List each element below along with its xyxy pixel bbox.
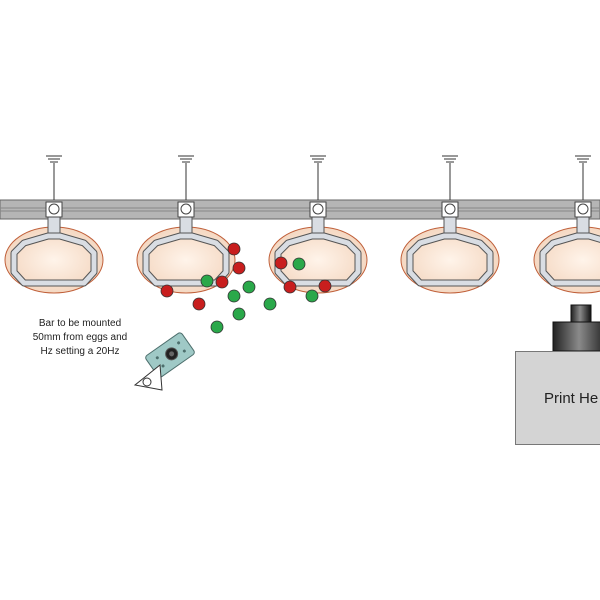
mounting-bracket — [133, 364, 163, 391]
red-droplet — [215, 275, 229, 289]
egg-holder-unit — [400, 155, 500, 294]
ink-droplets — [160, 242, 332, 334]
caption-line-2: 50mm from eggs and — [32, 332, 128, 343]
print-head-label: Print He — [544, 390, 599, 407]
red-droplet — [232, 261, 246, 275]
ground-icon — [575, 155, 591, 200]
green-droplet — [200, 274, 214, 288]
red-droplet — [274, 256, 288, 270]
ground-icon — [178, 155, 194, 200]
ground-icon — [310, 155, 326, 200]
caption-line-1: Bar to be mounted — [38, 318, 122, 329]
print-head-nozzle — [552, 304, 600, 352]
green-droplet — [210, 320, 224, 334]
red-droplet — [283, 280, 297, 294]
green-droplet — [227, 289, 241, 303]
red-droplet — [160, 284, 174, 298]
mounting-caption: Bar to be mounted 50mm from eggs and Hz … — [20, 317, 140, 359]
red-droplet — [192, 297, 206, 311]
vibration-bar — [145, 332, 195, 378]
red-droplet — [318, 279, 332, 293]
egg-holder-unit — [268, 155, 368, 294]
green-droplet — [263, 297, 277, 311]
ground-icon — [442, 155, 458, 200]
caption-line-3: Hz setting a 20Hz — [40, 346, 120, 357]
green-droplet — [305, 289, 319, 303]
print-head: Print He — [515, 351, 600, 445]
egg-holder-unit — [4, 155, 104, 294]
conveyor-rail — [0, 199, 600, 220]
egg-holder-unit — [533, 155, 600, 294]
green-droplet — [242, 280, 256, 294]
ground-icon — [46, 155, 62, 200]
red-droplet — [227, 242, 241, 256]
egg-holder-unit — [136, 155, 236, 294]
green-droplet — [232, 307, 246, 321]
green-droplet — [292, 257, 306, 271]
